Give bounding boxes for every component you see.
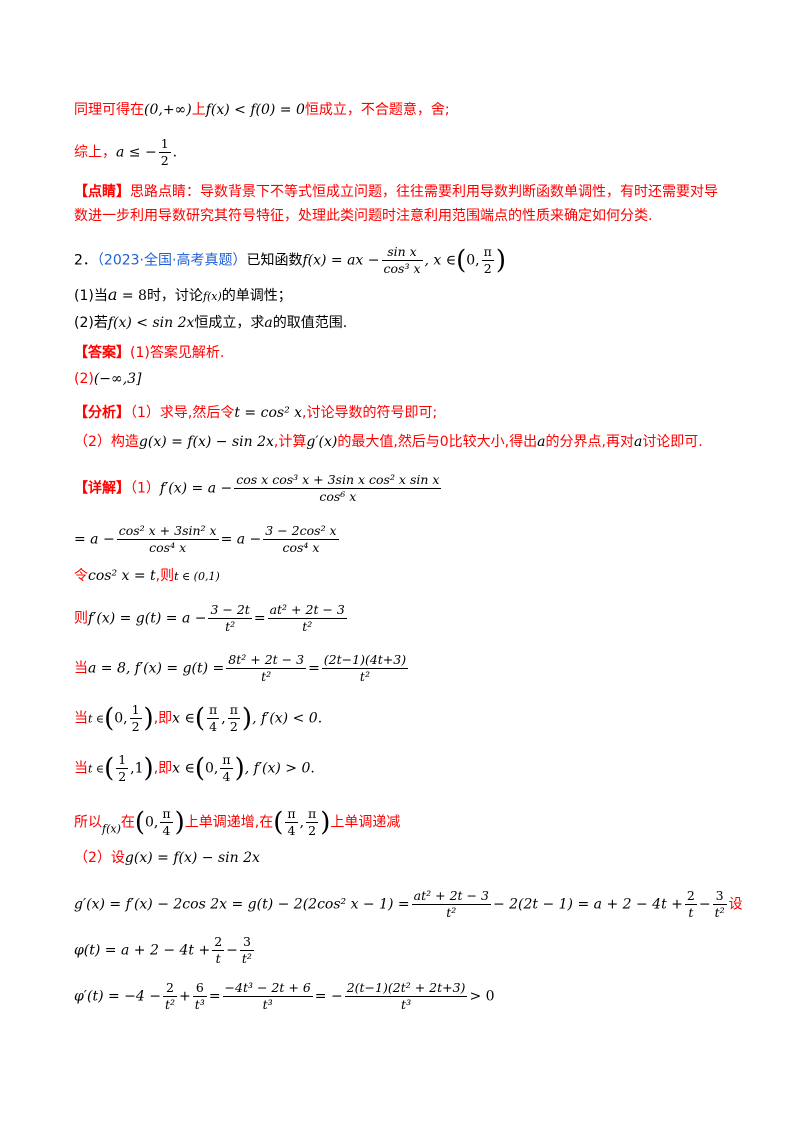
question-2-part-2: (2)若f(x) < sin 2x恒成立，求a的取值范围. [74,315,348,331]
detail-line-3: 令cos² x = t,则t ∈ (0,1) [74,568,220,584]
solution-line-1: 同理可得在(0,+∞)上f(x) < f(0) = 0恒成立，不合题意，舍; [74,102,450,118]
answer-line-1: 【答案】(1)答案见解析. [74,345,225,361]
analysis-line-1: 【分析】（1）求导,然后令t = cos² x,讨论导数的符号即可; [74,405,438,421]
fraction: 2(t−1)(2t² + 2t+3)t³ [344,980,468,1012]
dianjing-line-2: 数进一步利用导数研究其符号特征，处理此类问题时注意利用范围端点的性质来确定如何分… [74,208,653,224]
fraction: (2t−1)(4t+3)t² [321,652,409,684]
detail-part2-line-1: （2）设g(x) = f(x) − sin 2x [74,850,260,866]
detail-line-1: 【详解】（1）f′(x) = a −cos x cos³ x + 3sin x … [74,472,442,504]
analysis-line-2: （2）构造g(x) = f(x) − sin 2x,计算g′(x)的最大值,然后… [74,434,703,450]
question-2-part-1: (1)当a = 8时，讨论f(x)的单调性； [74,285,292,304]
dianjing-line-1: 【点睛】思路点睛：导数背景下不等式恒成立问题，往往需要利用导数判断函数单调性，有… [74,184,718,200]
detail-part2-line-2: g′(x) = f′(x) − 2cos 2x = g(t) − 2(2cos²… [74,888,743,920]
answer-line-2: (2)(−∞,3] [74,371,142,387]
